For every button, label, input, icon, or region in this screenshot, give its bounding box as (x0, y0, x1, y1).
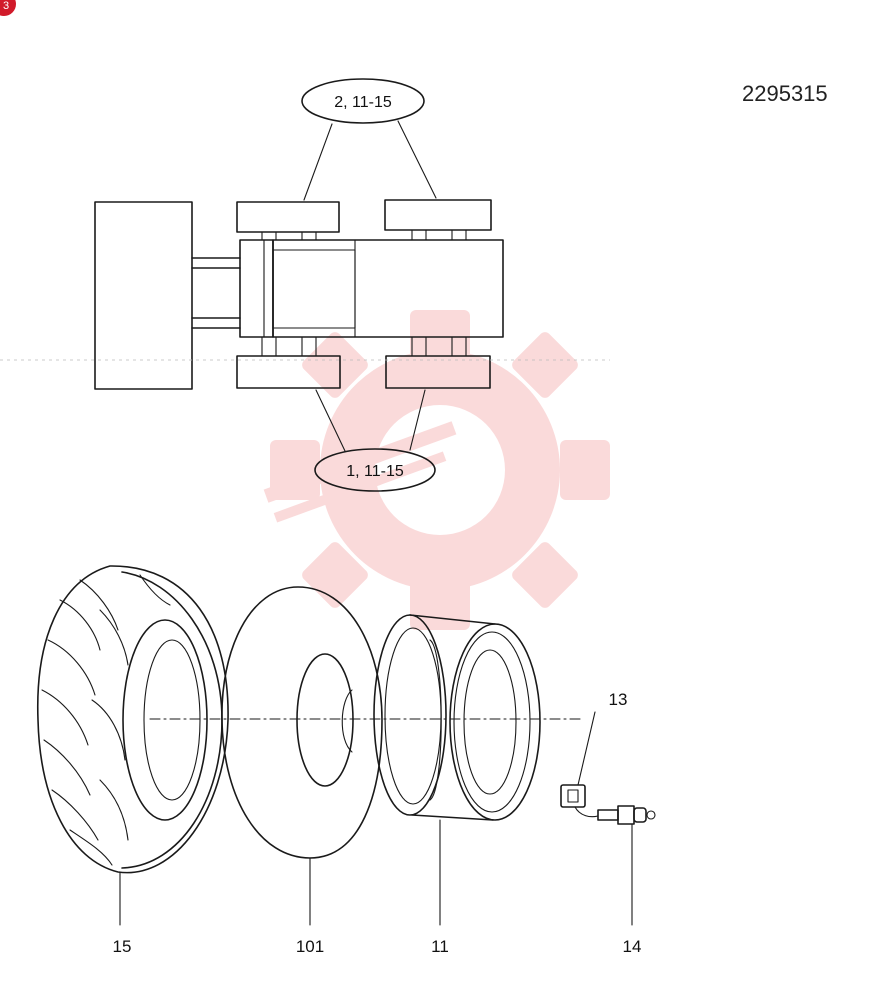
tube (221, 586, 383, 926)
label-valve: 13 (609, 690, 628, 709)
document-number: 2295315 (742, 81, 828, 106)
label-tire: 15 (113, 937, 132, 956)
label-tube: 101 (296, 937, 324, 956)
watermark-gear-icon (263, 310, 610, 630)
label-rim: 11 (431, 937, 449, 956)
tire (36, 565, 229, 926)
rim (373, 614, 541, 926)
callout-top: 2, 11-15 (301, 78, 437, 201)
corner-badge: 3 (0, 0, 16, 16)
callout-top-label: 2, 11-15 (334, 94, 392, 111)
valve-stem (574, 805, 656, 926)
callout-bottom-label: 1, 11-15 (346, 463, 404, 480)
label-valve-stem: 14 (623, 937, 642, 956)
callout-bottom: 1, 11-15 (314, 389, 436, 492)
valve (560, 711, 596, 808)
machine-top-view (0, 199, 610, 390)
